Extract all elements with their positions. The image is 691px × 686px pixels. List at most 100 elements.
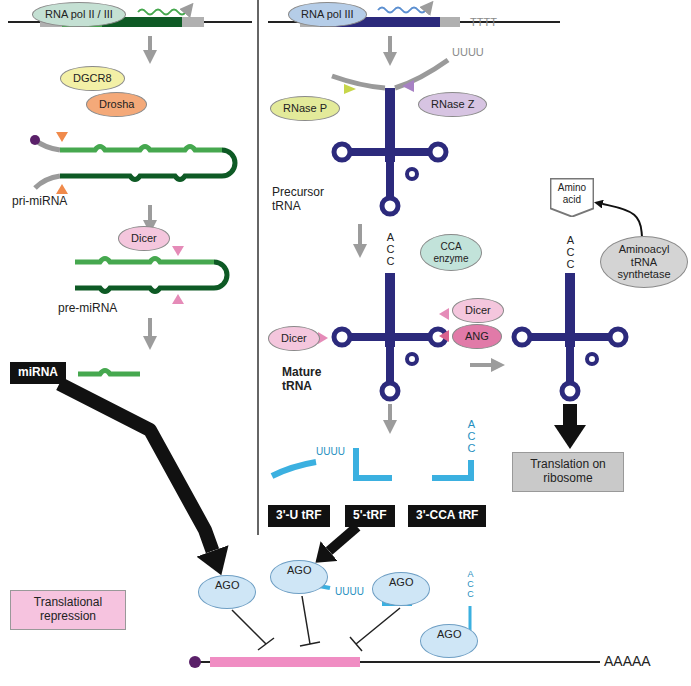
product-box: 5'-tRF xyxy=(345,505,395,527)
transcript-wave xyxy=(378,8,426,13)
enzyme-ellipse: Dicer xyxy=(118,226,170,251)
process-arrow xyxy=(358,224,362,246)
node-text: miRNA xyxy=(18,366,58,380)
node-text: AGO xyxy=(437,628,461,641)
pre-mirna-hairpin xyxy=(75,262,227,292)
enzyme-ellipse: CCA enzyme xyxy=(420,234,482,271)
ago-ellipse: AGO xyxy=(372,572,430,606)
node-text: Dicer xyxy=(465,304,491,317)
cleavage-mark xyxy=(439,330,449,342)
annotation-label: UUUU xyxy=(452,46,484,59)
node-text: Aminoacyl tRNA synthetase xyxy=(609,243,679,281)
enzyme-ellipse: ANG xyxy=(452,324,502,349)
pri-mirna-hairpin xyxy=(35,140,60,188)
node-text: RNA pol III xyxy=(301,8,354,21)
product-box: miRNA xyxy=(10,362,66,384)
enzyme-ellipse: Dicer xyxy=(268,326,320,351)
process-arrow xyxy=(148,318,152,338)
trf-fragment xyxy=(272,462,316,476)
inhibition-line xyxy=(232,610,274,650)
enzyme-ellipse: DGCR8 xyxy=(60,66,125,91)
ago-ellipse: AGO xyxy=(420,624,478,658)
cleavage-mark xyxy=(172,246,184,304)
node-text: DGCR8 xyxy=(73,72,112,85)
process-arrow xyxy=(470,363,493,367)
process-arrow xyxy=(148,36,152,52)
thick-arrow xyxy=(563,404,577,426)
node-text: RNase P xyxy=(283,102,327,115)
trf-fragment xyxy=(356,448,392,478)
outcome-box: Translational repression xyxy=(10,590,126,630)
ago-ellipse: AGO xyxy=(198,575,256,609)
amino-acid-tag: Amino acid xyxy=(550,178,594,217)
inhibition-line xyxy=(300,596,320,646)
node-text: ANG xyxy=(465,330,489,343)
enzyme-ellipse: Aminoacyl tRNA synthetase xyxy=(600,236,688,288)
mirna-gene xyxy=(182,17,204,27)
enzyme-ellipse: RNase P xyxy=(270,96,340,121)
charged-trna xyxy=(514,273,626,399)
annotation-label: pri-miRNA xyxy=(12,195,67,209)
enzyme-ellipse: RNase Z xyxy=(418,92,487,117)
pri-mirna-hairpin xyxy=(60,150,235,180)
annotation-label: TTTT xyxy=(470,16,497,29)
cleavage-mark xyxy=(402,80,414,92)
node-text: Translation on ribosome xyxy=(519,458,617,486)
annotation-label: AAAAA xyxy=(604,653,651,669)
precursor-trna xyxy=(332,60,448,214)
cleavage-mark xyxy=(56,184,68,194)
node-text: Amino acid xyxy=(552,182,592,205)
node-text: Dicer xyxy=(131,232,157,245)
precursor-trna xyxy=(332,60,448,88)
trf-fragment xyxy=(272,448,471,478)
pri-mirna-hairpin xyxy=(30,135,235,188)
product-box: 3'-CCA tRF xyxy=(408,505,486,527)
trf-fragment xyxy=(432,460,471,478)
tre-gene xyxy=(440,17,460,27)
flow-arrow xyxy=(329,527,357,551)
sequence-label: ACC xyxy=(385,231,396,267)
node-text: 5'-tRF xyxy=(353,509,387,523)
node-text: 3'-CCA tRF xyxy=(416,509,478,523)
transcript-wave xyxy=(138,10,186,15)
node-text: RNA pol II / III xyxy=(45,8,113,21)
sequence-label: ACC xyxy=(466,570,475,600)
cleavage-mark xyxy=(344,84,356,94)
annotation-label: UUUU xyxy=(316,446,345,458)
node-text: AGO xyxy=(215,579,239,592)
divider-line xyxy=(257,0,259,535)
cleavage-mark xyxy=(56,132,68,142)
inhibition-line xyxy=(350,608,400,651)
enzyme-ellipse: Drosha xyxy=(86,92,147,117)
polymerase-ellipse: RNA pol II / III xyxy=(32,2,126,27)
pri-mirna-hairpin xyxy=(30,135,40,145)
tag-outline xyxy=(550,178,593,216)
node-text: Translational repression xyxy=(17,596,119,624)
annotation-label: pre-miRNA xyxy=(58,302,117,316)
pri-mirna-hairpin xyxy=(60,147,222,151)
process-arrow xyxy=(388,36,392,54)
node-text: CCA enzyme xyxy=(429,241,473,264)
enzyme-ellipse: Dicer xyxy=(452,298,504,323)
pre-mirna-hairpin xyxy=(75,259,214,263)
polymerase-ellipse: RNA pol III xyxy=(288,2,367,27)
mrna xyxy=(210,657,360,667)
node-text: 3'-U tRF xyxy=(276,509,322,523)
cleavage-mark xyxy=(172,246,184,256)
mirna-strand xyxy=(78,371,140,375)
mrna xyxy=(189,656,600,668)
mrna xyxy=(189,656,201,668)
node-text: AGO xyxy=(287,564,311,577)
flow-arrow xyxy=(603,204,642,236)
ago-ellipse: AGO xyxy=(270,560,328,594)
mature-trna xyxy=(334,273,446,399)
process-arrow xyxy=(150,36,493,422)
process-arrow xyxy=(148,205,152,222)
sequence-label: ACC xyxy=(565,234,576,270)
outcome-box: Translation on ribosome xyxy=(512,452,624,492)
node-text: AGO xyxy=(389,576,413,589)
product-box: 3'-U tRF xyxy=(268,505,330,527)
annotation-label: Mature tRNA xyxy=(282,366,342,394)
node-text: Drosha xyxy=(99,98,134,111)
cleavage-mark xyxy=(172,294,184,304)
